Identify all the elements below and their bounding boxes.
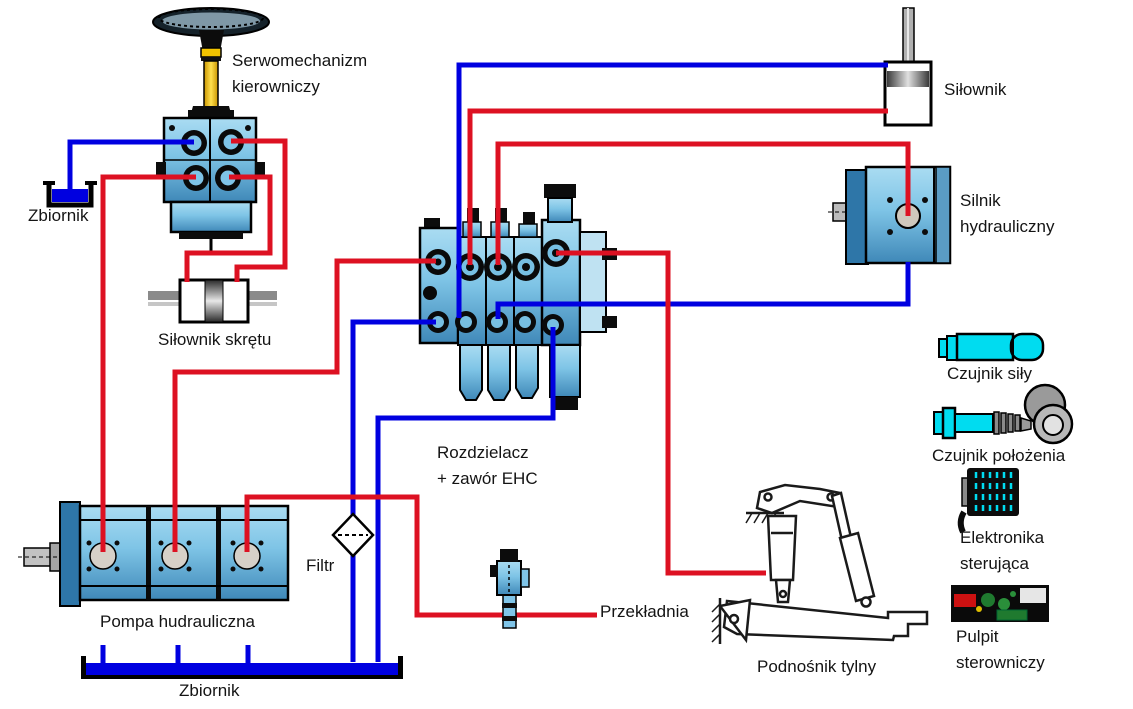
gearbox-valve-icon: [490, 549, 530, 629]
label-rear-lift: Podnośnik tylny: [757, 657, 877, 676]
label-gearbox: Przekładnia: [600, 602, 689, 621]
pressure-lines-red: [100, 108, 911, 618]
return-lines-blue: [67, 62, 911, 664]
filter-icon: [331, 512, 375, 558]
control-electronics-icon: [957, 468, 1019, 534]
label-distributor: Rozdzielacz+ zawór EHC: [437, 443, 538, 488]
distributor-ehc-valve-icon: [418, 184, 617, 410]
label-tank-top: Zbiornik: [28, 206, 89, 225]
label-filter: Filtr: [306, 556, 335, 575]
label-pump: Pompa hudrauliczna: [100, 612, 255, 631]
tank-top-icon: [43, 181, 97, 208]
steering-cylinder-icon: [148, 278, 277, 324]
label-steering-cylinder: Siłownik skrętu: [158, 330, 272, 349]
cylinder-icon: [883, 7, 933, 127]
control-console-icon: [951, 585, 1049, 622]
tank-bottom-icon: [81, 656, 403, 679]
label-cylinder: Siłownik: [944, 80, 1007, 99]
label-position-sensor: Czujnik położenia: [932, 446, 1066, 465]
hydraulic-pump-icon: [18, 501, 290, 607]
rear-lift-icon: [711, 483, 929, 644]
label-force-sensor: Czujnik siły: [947, 364, 1033, 383]
steering-servo-icon: [156, 110, 265, 255]
force-sensor-icon: [938, 332, 1045, 362]
hydraulic-motor-icon: [828, 165, 952, 265]
position-sensor-icon: [933, 383, 1074, 445]
label-tank-bottom: Zbiornik: [179, 681, 240, 700]
